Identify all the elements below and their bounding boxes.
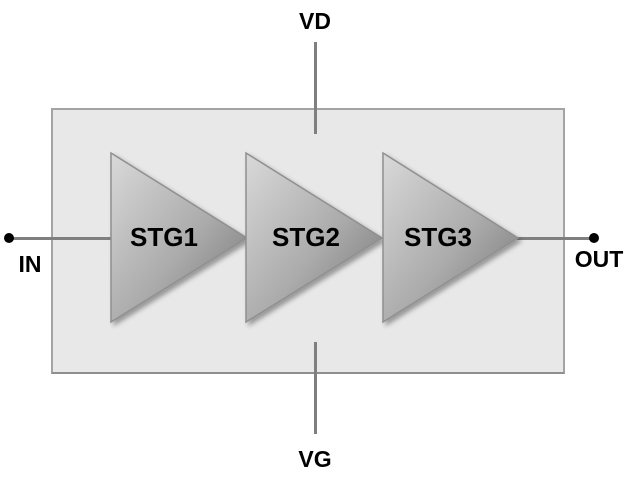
output-terminal-dot — [589, 233, 599, 243]
vg-supply-label: VG — [298, 446, 332, 472]
stage-2-triangle-icon — [245, 151, 384, 324]
stage-2-label: STG2 — [272, 222, 340, 252]
input-port-label: IN — [18, 251, 42, 277]
input-terminal-dot — [4, 233, 14, 243]
stage-1-label: STG1 — [130, 222, 198, 252]
vd-supply-wire — [314, 42, 317, 134]
input-signal-wire — [9, 237, 112, 240]
output-signal-wire — [517, 237, 595, 240]
output-port-label: OUT — [574, 246, 624, 272]
stage-3-triangle-icon — [382, 151, 520, 324]
vg-supply-wire — [314, 342, 317, 434]
stage-3-label: STG3 — [404, 222, 472, 252]
vd-supply-label: VD — [299, 8, 331, 34]
stage-1-triangle-icon — [110, 151, 249, 324]
